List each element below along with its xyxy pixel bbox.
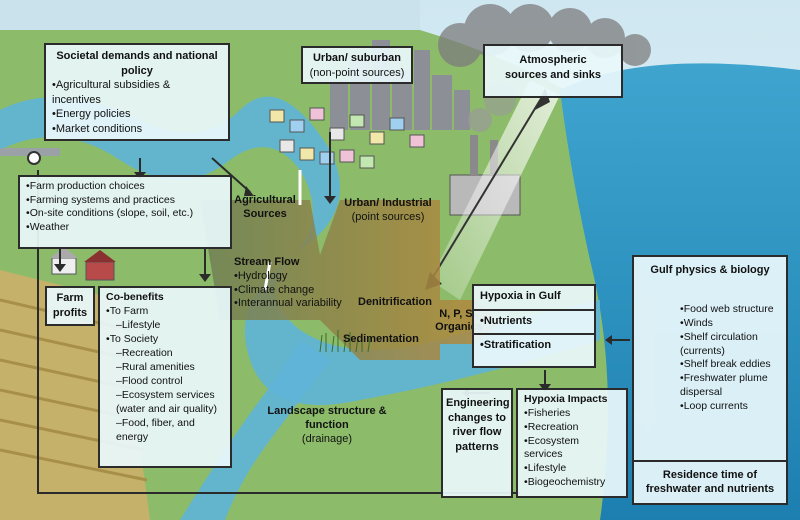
stream-flow-list: Hydrology Climate change Interannual var…: [234, 270, 354, 311]
stream-flow-item: Climate change: [234, 284, 354, 298]
dam-gauge-icon: [27, 151, 41, 165]
grass: [319, 330, 371, 353]
gulf-physics-item: Shelf circulation (currents): [680, 331, 786, 359]
landscape-title: Landscape structure & function: [267, 405, 387, 431]
stream-flow-item: Hydrology: [234, 270, 354, 284]
gulf-physics-item: Freshwater plume dispersal: [680, 372, 786, 400]
farm-choice-item: On-site conditions (slope, soil, etc.): [26, 207, 224, 221]
atmospheric-title: Atmospheric sources and sinks: [505, 54, 601, 81]
gulf-physics-list: Food web structure Winds Shelf circulati…: [680, 303, 786, 414]
societal-list: Agricultural subsidies & incentives Ener…: [52, 78, 222, 136]
farm-choices-box: Farm production choices Farming systems …: [18, 175, 232, 249]
urban-industrial-title: Urban/ Industrial: [344, 197, 432, 209]
societal-demands-title: Societal demands and national policy: [56, 50, 218, 77]
hypoxia-impact-item: Ecosystem services: [524, 435, 620, 463]
to-farm-label: To Farm: [106, 305, 224, 319]
farm-profits-label: Farm profits: [52, 292, 88, 319]
engineering-label: Engineering changes to river flow patter…: [446, 397, 510, 453]
farm-benefit-item: Lifestyle: [106, 319, 224, 333]
urban-industrial-subtitle: (point sources): [351, 210, 425, 223]
farm-choice-item: Farming systems and practices: [26, 194, 224, 208]
society-benefit-item: Ecosystem services (water and air qualit…: [106, 389, 224, 417]
residence-time-label: Residence time of freshwater and nutrien…: [634, 459, 786, 503]
urban-suburban-box: Urban/ suburban (non-point sources): [301, 46, 413, 84]
cobenefits-box: Co-benefits To Farm Lifestyle To Society…: [98, 286, 232, 468]
hypoxia-impacts-title: Hypoxia Impacts: [524, 393, 608, 405]
farm-choices-list: Farm production choices Farming systems …: [26, 180, 224, 235]
farm-choice-item: Farm production choices: [26, 180, 224, 194]
hypoxia-impacts-list: Fisheries Recreation Ecosystem services …: [524, 407, 620, 490]
hypoxia-impacts-box: Hypoxia Impacts Fisheries Recreation Eco…: [516, 388, 628, 498]
societal-item: Energy policies: [52, 107, 222, 122]
gulf-physics-title: Gulf physics & biology: [650, 264, 770, 276]
societal-item: Market conditions: [52, 122, 222, 137]
river: [0, 96, 600, 406]
hypoxia-impact-item: Biogeochemistry: [524, 476, 620, 490]
hypoxia-gulf-item: Stratification: [480, 335, 588, 353]
society-benefit-item: Rural amenities: [106, 361, 224, 375]
farm-profits-box: Farm profits: [45, 286, 95, 326]
hypoxia-impact-item: Fisheries: [524, 407, 620, 421]
hypoxia-gulf-title: Hypoxia in Gulf: [480, 290, 561, 302]
engineering-box: Engineering changes to river flow patter…: [441, 388, 513, 498]
society-benefit-item: Food, fiber, and energy: [106, 417, 224, 445]
agricultural-sources-label: Agricultural Sources: [234, 194, 296, 220]
gulf-physics-item: Shelf break eddies: [680, 358, 786, 372]
stream-flow-title: Stream Flow: [234, 256, 300, 268]
npsi-label: N, P, Si, Organics: [435, 308, 483, 333]
landscape-label: Landscape structure & function (drainage…: [262, 405, 392, 446]
hypoxia-impact-item: Lifestyle: [524, 462, 620, 476]
hypoxia-impact-item: Recreation: [524, 421, 620, 435]
dam: [0, 148, 60, 156]
hypoxia-gulf-box: Hypoxia in Gulf Nutrients Stratification: [472, 284, 596, 368]
stream-flow-label: Stream Flow Hydrology Climate change Int…: [234, 256, 354, 311]
to-society-label: To Society: [106, 333, 224, 347]
society-benefit-item: Recreation: [106, 347, 224, 361]
gulf-physics-box: Gulf physics & biology Food web structur…: [632, 255, 788, 505]
societal-demands-box: Societal demands and national policy Agr…: [44, 43, 230, 141]
urban-industrial-label: Urban/ Industrial (point sources): [338, 197, 438, 225]
cobenefits-title: Co-benefits: [106, 291, 164, 303]
sedimentation-label: Sedimentation: [343, 333, 419, 345]
stream-flow-item: Interannual variability: [234, 297, 354, 311]
urban-suburban-title: Urban/ suburban: [312, 52, 401, 64]
atmosphere-beam: [430, 80, 560, 300]
atmospheric-box: Atmospheric sources and sinks: [483, 44, 623, 98]
hypoxia-gulf-item: Nutrients: [480, 311, 588, 329]
society-benefit-item: Flood control: [106, 375, 224, 389]
gulf-physics-item: Winds: [680, 317, 786, 331]
societal-item: Agricultural subsidies & incentives: [52, 78, 222, 107]
urban-suburban-subtitle: (non-point sources): [309, 66, 405, 79]
denitrification-label: Denitrification: [358, 296, 432, 308]
landscape-subtitle: (drainage): [301, 432, 353, 445]
gulf-physics-item: Food web structure: [680, 303, 786, 317]
arrowheads: [54, 172, 612, 398]
tributary: [180, 340, 330, 520]
gulf-physics-item: Loop currents: [680, 400, 786, 414]
farm-choice-item: Weather: [26, 221, 224, 235]
